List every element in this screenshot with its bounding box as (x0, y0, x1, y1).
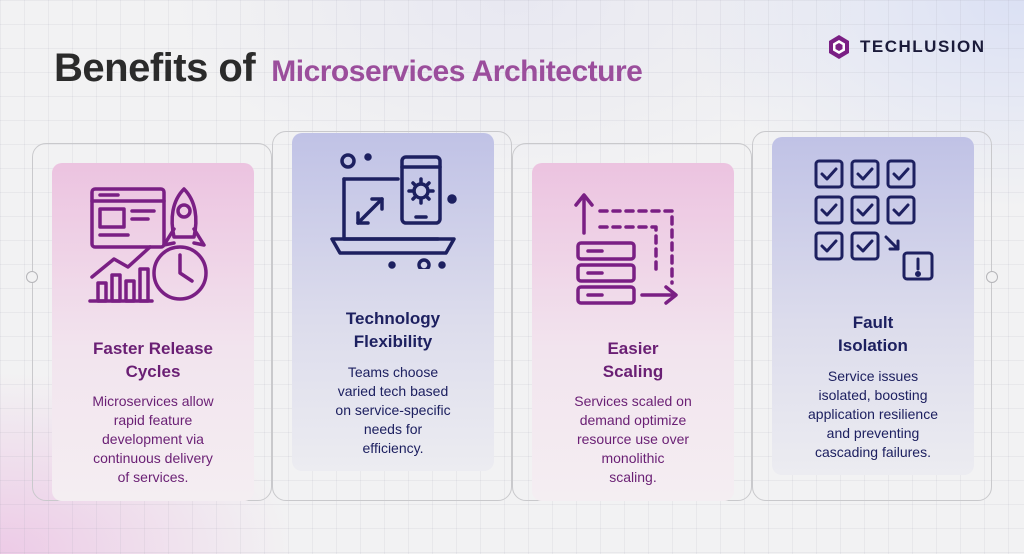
desc-line: resource use over (576, 431, 690, 447)
card-description: Microservices allow rapid feature develo… (66, 392, 240, 487)
desc-line: scaling. (609, 469, 657, 485)
card-fault-isolation: Fault Isolation Service issues isolated,… (772, 137, 974, 475)
card-title-line2: Isolation (838, 336, 908, 355)
desc-line: on service-specific (335, 402, 451, 418)
checkbox-grid-alert-icon (814, 159, 934, 281)
card-faster-release: Faster Release Cycles Microservices allo… (52, 163, 254, 501)
desc-line: needs for (363, 421, 423, 437)
desc-line: and preventing (826, 425, 920, 441)
brand-logo: TECHLUSION (826, 34, 986, 60)
frame-2 (272, 131, 512, 501)
desc-line: Service issues (827, 368, 919, 384)
connector-dot-right (986, 271, 998, 283)
card-title: Easier Scaling (532, 337, 734, 383)
rocket-growth-icon (88, 187, 208, 303)
card-title: Technology Flexibility (292, 307, 494, 353)
laptop-gear-icon (330, 153, 457, 269)
desc-line: monolithic (601, 450, 665, 466)
title-part2: Microservices Architecture (271, 55, 643, 88)
card-technology-flexibility: Technology Flexibility Teams choose vari… (292, 133, 494, 471)
card-description: Service issues isolated, boosting applic… (786, 367, 960, 462)
desc-line: application resilience (808, 406, 938, 422)
card-title-line1: Fault (852, 313, 894, 332)
card-title-line1: Technology (345, 309, 441, 328)
card-title-line1: Easier (607, 339, 659, 358)
card-title-line2: Scaling (602, 362, 664, 381)
desc-line: of services. (117, 469, 189, 485)
connector-dot-left (26, 271, 38, 283)
server-scaling-icon (574, 193, 678, 305)
card-title-line2: Flexibility (353, 332, 433, 351)
page-title: Benefits of Microservices Architecture (54, 46, 643, 91)
desc-line: development via (102, 431, 204, 447)
desc-line: varied tech based (337, 383, 449, 399)
card-description: Teams choose varied tech based on servic… (306, 363, 480, 458)
title-part1: Benefits of (54, 46, 256, 90)
desc-line: Services scaled on (574, 393, 692, 409)
desc-line: cascading failures. (815, 444, 931, 460)
desc-line: Microservices allow (92, 393, 214, 409)
card-title: Faster Release Cycles (52, 337, 254, 383)
desc-line: Teams choose (347, 364, 439, 380)
card-title-line2: Cycles (125, 362, 181, 381)
desc-line: continuous delivery (93, 450, 213, 466)
card-title: Fault Isolation (772, 311, 974, 357)
desc-line: isolated, boosting (818, 387, 928, 403)
desc-line: rapid feature (113, 412, 193, 428)
card-easier-scaling: Easier Scaling Services scaled on demand… (532, 163, 734, 501)
techlusion-logo-icon (829, 35, 849, 59)
desc-line: efficiency. (362, 440, 424, 456)
brand-name: TECHLUSION (860, 37, 986, 56)
card-title-line1: Faster Release (92, 339, 214, 358)
card-description: Services scaled on demand optimize resou… (546, 392, 720, 487)
frame-4 (752, 131, 992, 501)
desc-line: demand optimize (579, 412, 687, 428)
